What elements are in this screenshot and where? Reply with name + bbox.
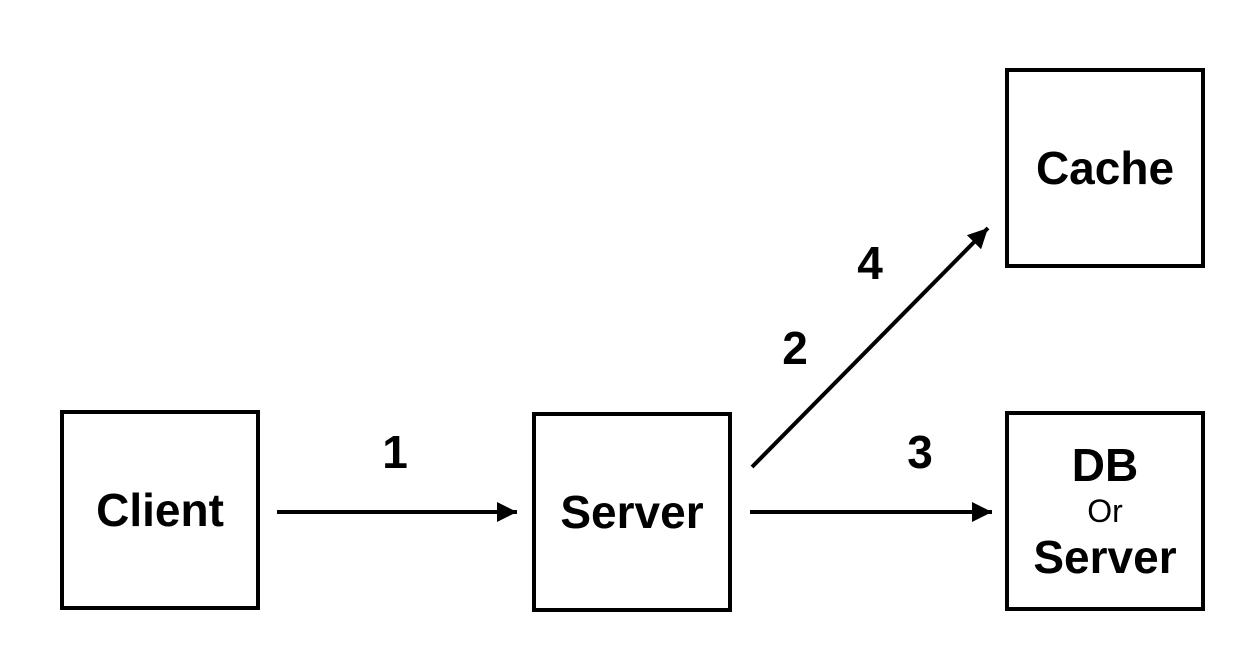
node-client-label: Client [96,484,224,536]
node-cache: Cache [1005,68,1205,268]
node-db-label-line1: DB [1071,439,1139,491]
edge-label-step-2: 2 [782,322,808,374]
node-db-label-line2: Or [1087,492,1123,529]
node-db-label-line3: Server [1033,531,1177,583]
edge-label-step-1: 1 [382,426,408,478]
edge-label-step-4: 4 [857,237,883,289]
node-db-or-server: DB Or Server [1005,411,1205,611]
edge-label-step-3: 3 [907,426,933,478]
node-server: Server [532,412,732,612]
node-server-label: Server [560,486,704,538]
node-client: Client [60,410,260,610]
node-cache-label: Cache [1035,142,1175,194]
